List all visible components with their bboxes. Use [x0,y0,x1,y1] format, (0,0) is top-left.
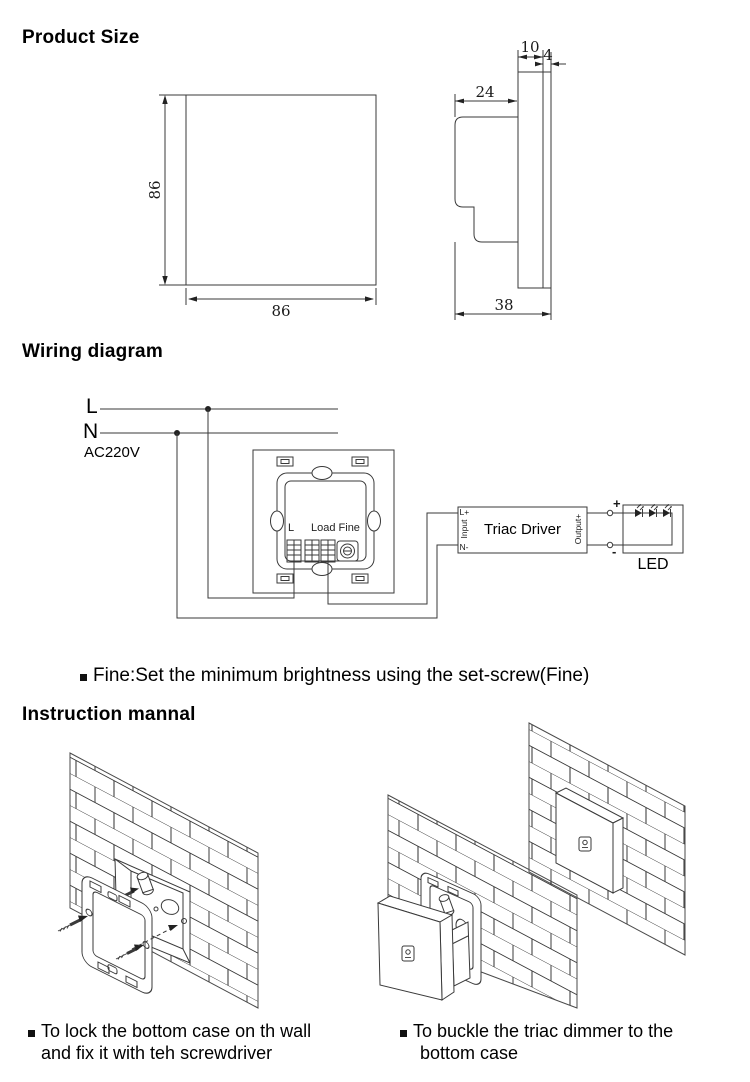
switch-module [252,449,395,594]
illustration-buckle-dimmer [376,722,686,1009]
screw-icon [57,915,88,932]
step2-caption-line2: bottom case [420,1043,519,1063]
live-wire-label: L [86,395,98,418]
wiring-diagram-drawing: L+ N- Input Output+ + - [100,406,684,619]
bottom-case-frame [81,876,153,994]
switch-terminal-live-label: L [288,522,295,534]
switch-terminal-load-fine-label: Load Fine [311,522,360,534]
mounted-dimmer-unit [554,787,625,894]
dimension-panel-thickness: 4 [543,46,553,64]
led-label: LED [637,556,669,573]
step1-caption-line1: To lock the bottom case on th wall [41,1021,312,1041]
fine-note-text: Fine:Set the minimum brightness using th… [93,665,590,686]
cable-conduit-icon [438,894,455,916]
instruction-manual-heading: Instruction mannal [22,704,196,725]
side-view-drawing: 10 4 24 38 [454,38,566,320]
product-size-heading: Product Size [22,27,140,48]
touch-button-icon [401,945,415,962]
bullet-square-icon [400,1030,407,1037]
touch-button-icon [578,836,592,852]
bullet-square-icon [80,674,87,681]
driver-input-neutral-label: N- [460,542,469,552]
neutral-wire-label: N [83,420,99,443]
cable-conduit-icon [136,871,154,896]
wire-neutral-to-driver [176,433,458,619]
wire-load-to-driver [327,512,458,605]
triac-driver-label: Triac Driver [484,521,561,538]
step1-caption-line2: and fix it with teh screwdriver [41,1043,273,1063]
floating-dimmer-unit [376,895,471,1001]
supply-voltage-label: AC220V [84,444,140,461]
driver-output-label: Output+ [573,514,583,545]
wiring-diagram-heading: Wiring diagram [22,341,163,362]
output-plus-label: + [613,496,621,511]
illustration-lock-bottom-case [57,752,259,1009]
step2-caption-line1: To buckle the triac dimmer to the [413,1021,674,1041]
output-minus-label: - [612,544,616,559]
wire-live-to-switch [207,409,295,599]
dashed-arrow-icon [131,925,178,950]
led-box: + - [587,496,684,559]
driver-input-live-label: L+ [460,507,470,517]
driver-input-label: Input [459,519,469,539]
front-view-drawing: 86 86 [146,94,377,320]
bullet-square-icon [28,1030,35,1037]
dimension-width: 86 [271,302,290,320]
dimension-body-depth: 24 [475,83,494,101]
triac-driver-box: L+ N- Input Output+ [457,506,588,554]
screw-icon [115,944,144,960]
dimension-total-depth: 38 [494,296,513,314]
terminal-blocks [286,539,336,563]
fine-set-screw-icon [336,540,359,562]
dimension-front-thickness: 10 [520,38,539,56]
dimension-height: 86 [146,180,164,199]
